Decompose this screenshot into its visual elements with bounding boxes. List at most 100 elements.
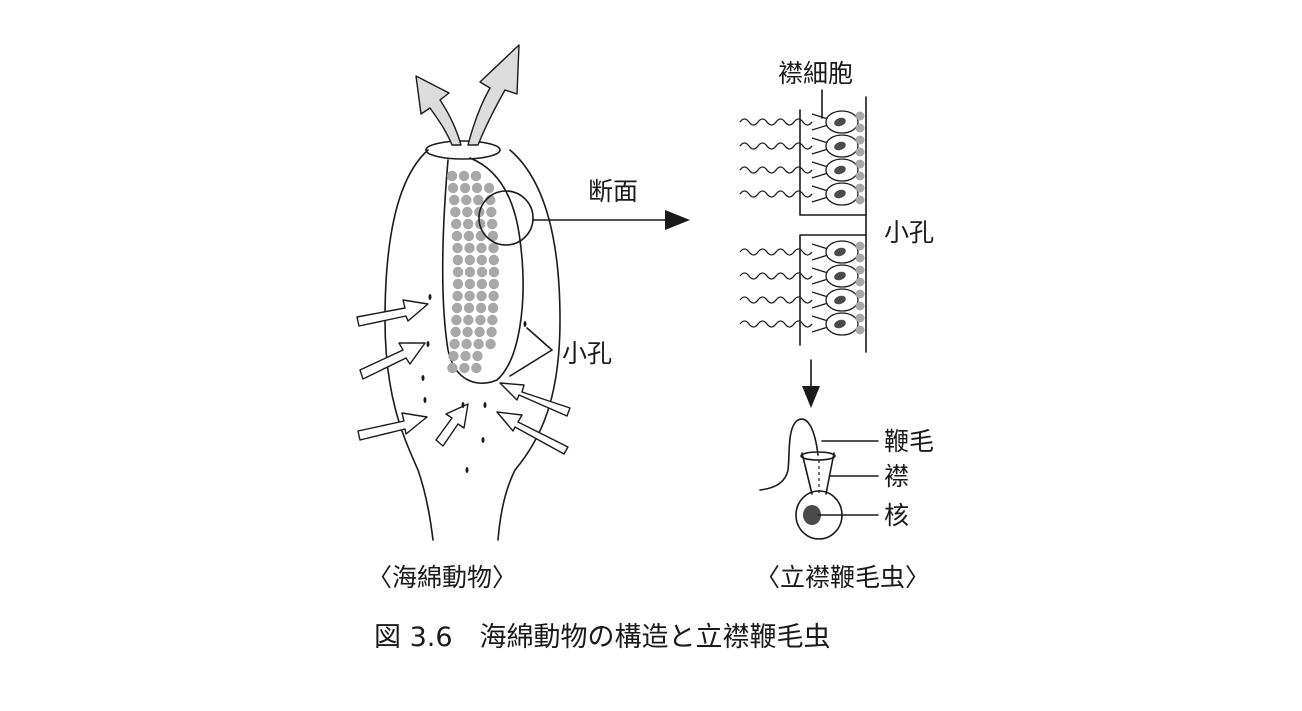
sponge-title: 〈海綿動物〉 [367,563,517,592]
choanocyte-dot [475,314,486,326]
collar-lines [811,137,829,155]
choanocyte-dot [451,218,462,230]
figure-caption: 図 3.6 海綿動物の構造と立襟鞭毛虫 [374,622,831,653]
collar-lines [811,185,829,203]
choanocyte-dot [447,362,458,374]
choanocyte-dot [458,170,470,182]
section-pore-label: 小孔 [884,218,934,247]
choanocyte-dot [485,338,496,350]
sponge-pores [421,294,527,473]
down-arrow-head [802,386,820,408]
wall-dot [855,171,865,181]
inflow-arrow-5 [499,382,571,417]
choanocyte-dot [472,350,483,362]
choanocyte-dot [447,182,459,194]
flagellum-wave [739,142,813,150]
body-wall-upper [799,109,867,216]
choanocyte-dot [487,314,498,326]
pore-dot [523,321,527,327]
section-arrow-head [665,210,690,230]
wall-dot [855,277,865,287]
inflow-arrow-2 [359,342,426,380]
collar-lines [811,267,829,285]
section-detail: 襟細胞 小孔 [739,59,934,408]
wall-dot [855,253,865,263]
pore-dot [428,294,432,300]
choanocyte-nucleus [834,295,846,305]
choanocyte-dot [488,266,500,278]
flagellum-wave [739,296,813,304]
flagellum-wave [739,166,813,174]
choanocyte-dot [471,182,483,194]
collar-lines [811,243,829,261]
choanocyte-dot [452,290,463,302]
wall-dot [855,135,865,145]
choanocyte-dot [476,290,487,302]
choanocyte-dot [476,266,488,278]
choanocyte-dot [448,350,459,362]
inflow-arrow-4 [435,403,469,447]
choanocyte-nucleus [834,141,846,151]
pore-label-leader [509,327,553,377]
choanocyte-dot [486,206,497,218]
wall-dot [855,313,865,323]
choanocyte-dot [488,278,500,290]
flagellum-wave [739,248,813,256]
choanoflagellate-title: 〈立襟鞭毛虫〉 [755,563,930,592]
choanocyte-dot [488,290,499,302]
section-label: 断面 [588,177,638,206]
choanocyte-dot [487,218,498,230]
pore-dot [461,402,465,408]
choanocyte-dot [476,278,488,290]
choanocyte-dot [476,242,487,254]
collar-lines [811,291,829,309]
choanocyte-dot [488,254,499,266]
wall-dot [855,183,865,193]
choanocyte-dot [463,314,474,326]
choanocyte-dot [488,242,499,254]
choanocyte-dot [483,182,495,194]
collar-lines [811,161,829,179]
flagellum-wave [739,272,813,280]
choanocyte-nucleus [834,117,846,127]
wall-dot [855,123,865,133]
choanocyte-dot [487,302,499,314]
choanocyte-dot [459,362,470,374]
choanocyte-dot [473,338,484,350]
choanocyte-nucleus [834,319,846,329]
flagellum-wave [739,320,813,328]
sponge-diagram: 小孔 断面 〈海綿動物〉 [356,44,690,592]
choanocyte-dot [461,338,472,350]
choanocyte-dot [450,206,461,218]
pore-dot [481,437,485,443]
inflow-arrow-6 [496,411,569,455]
wall-dot [855,195,865,205]
choanocyte-dot [476,254,487,266]
choanocyte-dot [463,230,475,242]
wall-dot [855,241,865,251]
choanocyte-nucleus [834,247,846,257]
wall-dot [855,265,865,275]
choanocyte-layer [446,170,500,374]
choanocyte-dot [486,326,497,338]
wall-dot [855,159,865,169]
choanocyte-dot [459,182,471,194]
choanocyte-dot [461,194,472,206]
pore-dot [421,375,425,381]
section-magnifier-circle [478,190,534,246]
inflow-arrow-3 [357,412,428,441]
choanocyte-dot [487,230,499,242]
choanocyte-dot [452,278,464,290]
pore-dot [423,397,427,403]
choanocyte-dot [462,206,473,218]
choanocyte-nucleus [834,165,846,175]
choanocyte-dot [464,242,475,254]
collar-rim [800,451,836,461]
wall-dot [855,111,865,121]
choanocyte-dot [463,218,474,230]
choanocyte-dot [449,194,460,206]
flagellum [759,418,819,491]
wall-dot [855,301,865,311]
choanoflagellate-diagram: 鞭毛 襟 核 〈立襟鞭毛虫〉 [755,418,934,592]
